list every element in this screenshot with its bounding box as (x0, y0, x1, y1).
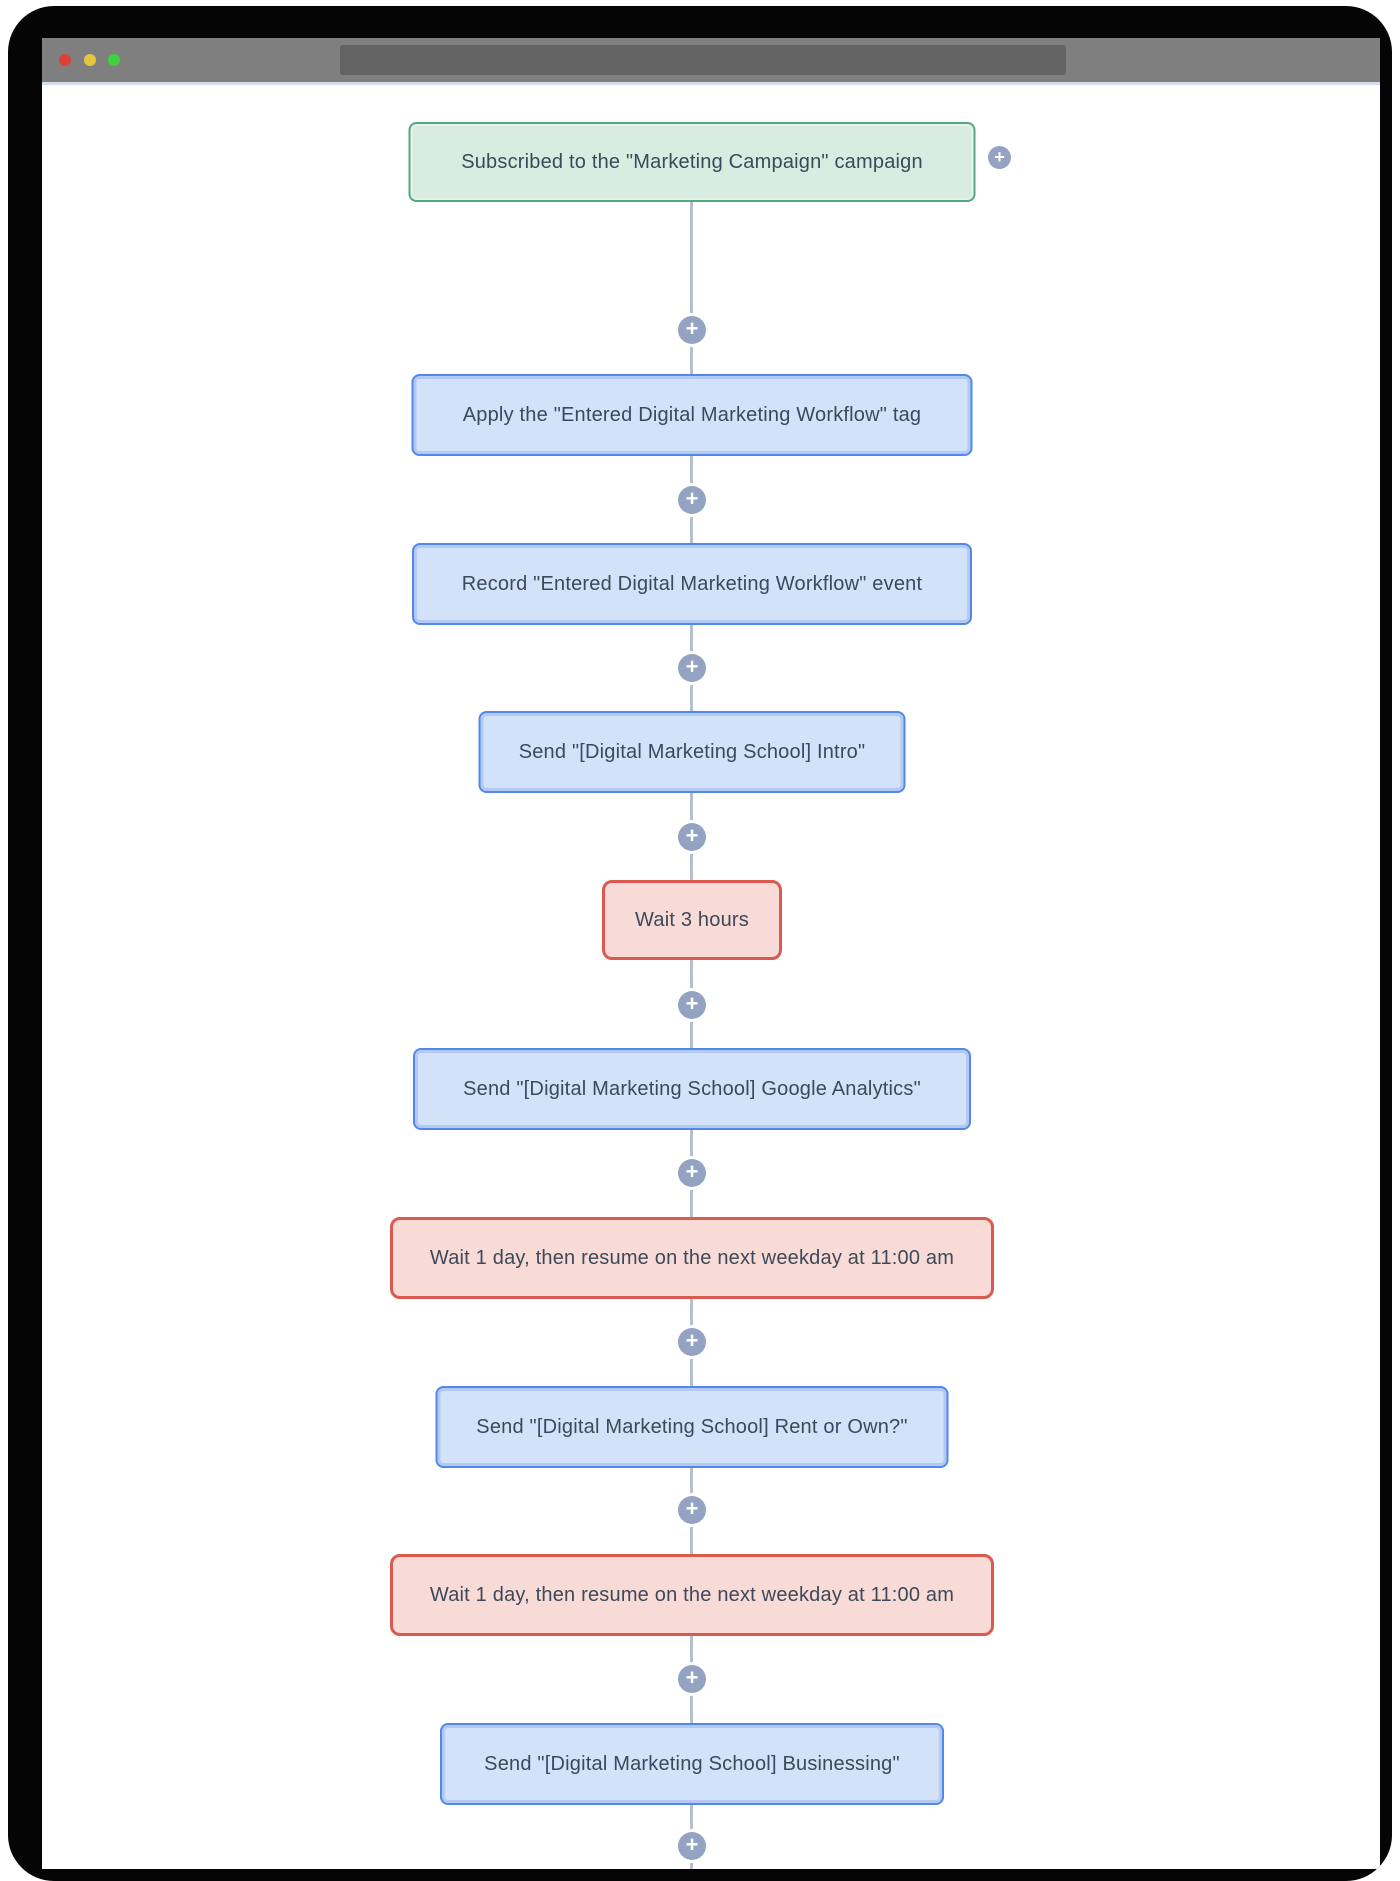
node-label: Apply the "Entered Digital Marketing Wor… (462, 403, 922, 426)
add-step-button[interactable]: + (678, 1496, 706, 1524)
node-label: Wait 1 day, then resume on the next week… (429, 1583, 955, 1606)
action-node[interactable]: Send "[Digital Marketing School] Intro" (478, 711, 906, 793)
connector-line (690, 202, 693, 1869)
plus-icon: + (685, 823, 699, 848)
node-label: Subscribed to the "Marketing Campaign" c… (461, 150, 923, 173)
browser-window: Subscribed to the "Marketing Campaign" c… (8, 6, 1392, 1881)
add-step-button[interactable]: + (678, 654, 706, 682)
plus-icon: + (685, 1665, 699, 1690)
plus-icon: + (685, 991, 699, 1016)
window-content: Subscribed to the "Marketing Campaign" c… (42, 38, 1380, 1869)
plus-icon: + (685, 1832, 699, 1857)
node-label: Send "[Digital Marketing School] Rent or… (476, 1415, 908, 1438)
plus-icon: + (685, 316, 699, 341)
titlebar-divider (42, 82, 1380, 85)
address-bar[interactable] (340, 45, 1066, 75)
add-step-button[interactable]: + (678, 486, 706, 514)
plus-icon: + (685, 1328, 699, 1353)
node-label: Wait 1 day, then resume on the next week… (429, 1246, 955, 1269)
action-node[interactable]: Send "[Digital Marketing School] Google … (413, 1048, 971, 1130)
node-label: Wait 3 hours (635, 908, 749, 931)
add-step-button[interactable]: + (678, 1328, 706, 1356)
wait-node[interactable]: Wait 1 day, then resume on the next week… (390, 1217, 994, 1299)
add-step-button[interactable]: + (678, 991, 706, 1019)
node-label: Send "[Digital Marketing School] Intro" (518, 740, 866, 763)
add-step-button[interactable]: + (678, 1159, 706, 1187)
action-node[interactable]: Send "[Digital Marketing School] Rent or… (435, 1386, 949, 1468)
node-label: Send "[Digital Marketing School] Busines… (484, 1752, 900, 1775)
action-node[interactable]: Apply the "Entered Digital Marketing Wor… (411, 374, 973, 456)
add-step-button[interactable]: + (678, 316, 706, 344)
maximize-button[interactable] (108, 54, 120, 66)
wait-node[interactable]: Wait 1 day, then resume on the next week… (390, 1554, 994, 1636)
plus-icon: + (685, 654, 699, 679)
node-label: Record "Entered Digital Marketing Workfl… (461, 572, 923, 595)
add-step-button[interactable]: + (678, 823, 706, 851)
add-step-button[interactable]: + (678, 1665, 706, 1693)
plus-icon: + (685, 1159, 699, 1184)
node-label: Send "[Digital Marketing School] Google … (463, 1077, 921, 1100)
plus-icon: + (685, 1496, 699, 1521)
plus-icon: + (994, 146, 1005, 167)
close-button[interactable] (59, 54, 71, 66)
wait-node[interactable]: Wait 3 hours (602, 880, 782, 960)
action-node[interactable]: Send "[Digital Marketing School] Busines… (440, 1723, 944, 1805)
trigger-node[interactable]: Subscribed to the "Marketing Campaign" c… (408, 122, 976, 202)
plus-icon: + (685, 486, 699, 511)
add-trigger-button[interactable]: + (988, 146, 1011, 169)
minimize-button[interactable] (84, 54, 96, 66)
window-titlebar (42, 38, 1380, 82)
action-node[interactable]: Record "Entered Digital Marketing Workfl… (412, 543, 972, 625)
add-step-button[interactable]: + (678, 1832, 706, 1860)
